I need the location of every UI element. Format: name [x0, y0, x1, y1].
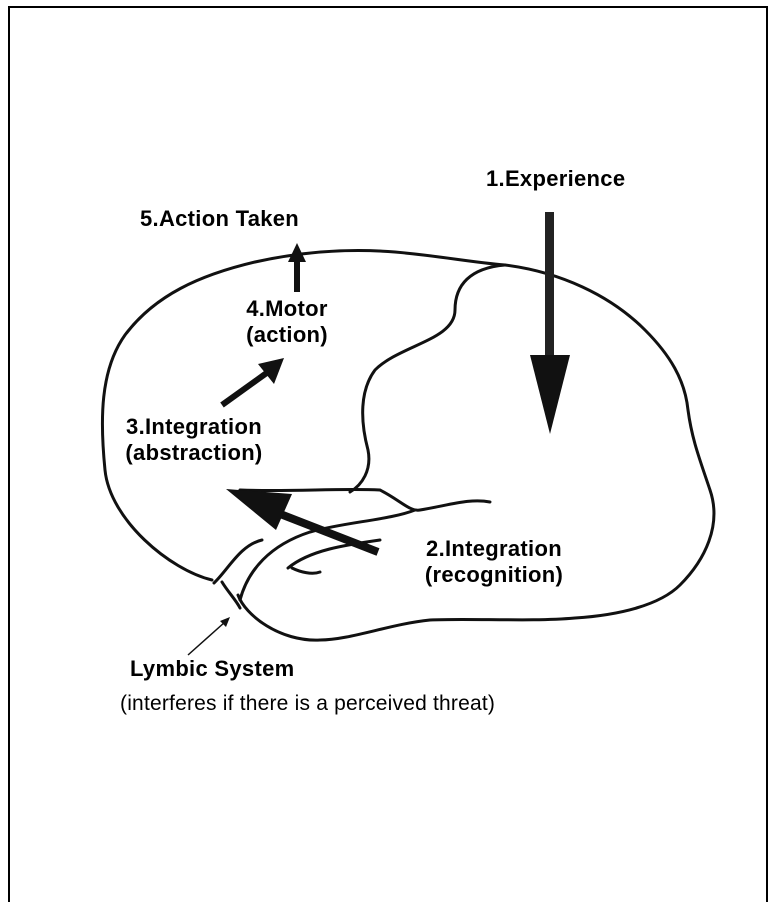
stage-motor-label: 4.Motor (action) [228, 296, 346, 348]
stage-motor-line-2: (action) [246, 322, 328, 347]
stage-recognition-label: 2.Integration (recognition) [394, 536, 594, 588]
lymbic-pointer-line [187, 621, 226, 656]
stage-recognition-line-2: (recognition) [424, 562, 564, 587]
central-sulcus [348, 263, 507, 494]
lymbic-system-note: (interferes if there is a perceived thre… [120, 692, 496, 715]
stage-action-taken-label: 5.Action Taken [140, 206, 300, 231]
stage-recognition-line-1: 2.Integration [426, 536, 562, 561]
stage-abstraction-line-1: 3.Integration [126, 414, 262, 439]
temporal-sulcus [286, 538, 382, 570]
stage-experience-label: 1.Experience [486, 166, 626, 191]
lymbic-system-label: Lymbic System [130, 656, 295, 681]
recognition-arrow-head [226, 489, 292, 530]
diagram-frame [8, 6, 768, 902]
motor-arrow-head [288, 243, 306, 262]
temporal-lobe-top [238, 508, 417, 602]
experience-arrow-shaft [545, 212, 554, 360]
experience-arrow-head [530, 355, 570, 434]
temporal-sulcus-2 [290, 566, 322, 575]
recognition-arrow-shaft [268, 506, 380, 556]
abstraction-arrow-head [258, 358, 284, 384]
brainstem [220, 580, 242, 610]
lateral-fissure [238, 487, 492, 512]
stage-abstraction-line-2: (abstraction) [125, 440, 263, 465]
lymbic-pointer-head [220, 617, 230, 627]
brain-outline [100, 248, 716, 642]
abstraction-arrow-shaft [220, 369, 270, 408]
brainstem-fold [212, 538, 264, 585]
stage-abstraction-label: 3.Integration (abstraction) [100, 414, 288, 466]
stage-motor-line-1: 4.Motor [246, 296, 328, 321]
